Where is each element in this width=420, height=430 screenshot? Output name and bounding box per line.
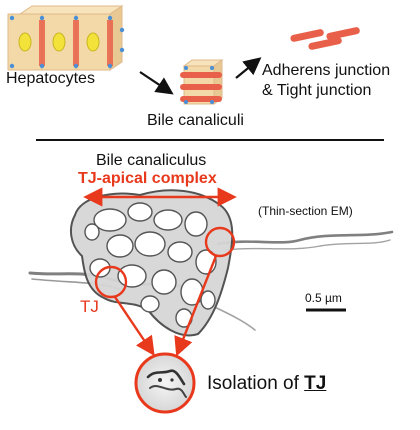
hepatocyte-block-illustration xyxy=(7,5,125,71)
tj-label: TJ xyxy=(80,297,99,316)
scale-bar-label: 0.5 µm xyxy=(305,291,342,305)
junction-label-line2: & Tight junction xyxy=(262,82,372,99)
bile-canaliculi-label: Bile canaliculi xyxy=(147,112,244,129)
bile-canaliculus-label: Bile canaliculus xyxy=(96,152,207,169)
tj-circle-right xyxy=(204,226,236,258)
isolated-tj-image xyxy=(134,352,196,414)
arrow-right-tj-to-isolation xyxy=(174,255,218,357)
em-canaliculus-cluster xyxy=(69,189,234,337)
method-label: (Thin-section EM) xyxy=(258,204,353,218)
junction-rods-illustration xyxy=(290,27,360,50)
isolation-caption: Isolation of TJ xyxy=(207,373,326,395)
tj-circle-left xyxy=(94,265,128,299)
bile-canaliculi-illustration xyxy=(180,59,224,105)
junction-label-line1: Adherens junction xyxy=(262,62,391,79)
hepatocytes-label: Hepatocytes xyxy=(6,70,95,87)
arrow-to-canaliculi xyxy=(139,71,174,95)
tj-apical-complex-label: TJ-apical complex xyxy=(78,170,217,187)
isolation-tj-label: TJ xyxy=(304,373,327,394)
arrow-to-junction xyxy=(235,57,262,79)
arrow-left-tj-to-isolation xyxy=(114,296,155,356)
isolation-label: Isolation of xyxy=(207,373,305,394)
